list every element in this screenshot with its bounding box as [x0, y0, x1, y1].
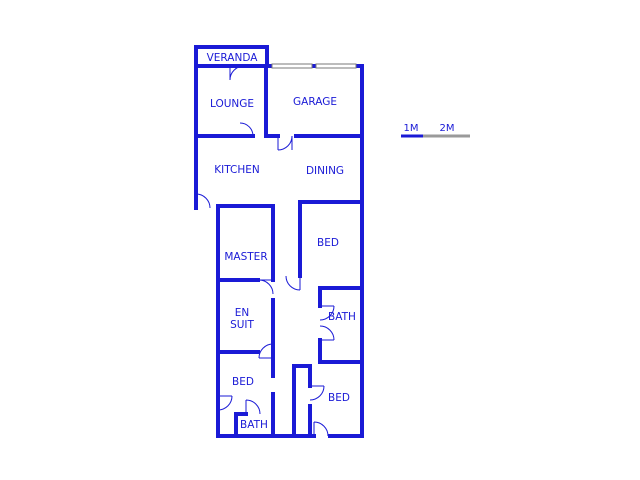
- bed-lower-outer-door: [313, 421, 329, 437]
- room-labels: VERANDA LOUNGE GARAGE KITCHEN DINING MAS…: [207, 52, 356, 431]
- bath-bottom-label: BATH: [240, 419, 268, 431]
- garage-window-1: [271, 63, 313, 69]
- master-door: [258, 279, 274, 295]
- veranda-wall: [194, 45, 269, 68]
- doors: [195, 65, 335, 437]
- bath-right-door-2: [319, 325, 335, 341]
- bath-right-label: BATH: [328, 311, 356, 323]
- kitchen-label: KITCHEN: [214, 164, 260, 176]
- master-label: MASTER: [224, 251, 267, 263]
- garage-window-2: [315, 63, 357, 69]
- bath-right-door-1: [319, 305, 335, 321]
- bed-left-door: [217, 395, 233, 411]
- ensuit-label-line1: EN: [235, 307, 250, 319]
- bed-lower-label: BED: [328, 392, 350, 404]
- lounge-label: LOUNGE: [210, 98, 254, 110]
- garage-door: [277, 135, 293, 151]
- veranda-door: [229, 65, 245, 81]
- ensuit-door: [258, 343, 274, 359]
- bed-lower-door: [309, 385, 325, 401]
- veranda-label: VERANDA: [207, 52, 259, 64]
- dining-label: DINING: [306, 165, 344, 177]
- garage-label: GARAGE: [293, 96, 337, 108]
- bed-upper-door: [285, 275, 301, 291]
- bed-upper-label: BED: [317, 237, 339, 249]
- scale-bar: 1M 2M: [401, 123, 470, 138]
- bath-bottom-door: [245, 399, 261, 415]
- scale-label-1m: 1M: [404, 123, 419, 134]
- scale-label-2m: 2M: [440, 123, 455, 134]
- kitchen-door: [195, 193, 211, 209]
- lounge-door: [239, 122, 254, 137]
- bed-left-label: BED: [232, 376, 254, 388]
- ensuit-label-line2: SUIT: [230, 319, 254, 331]
- windows: [271, 63, 357, 69]
